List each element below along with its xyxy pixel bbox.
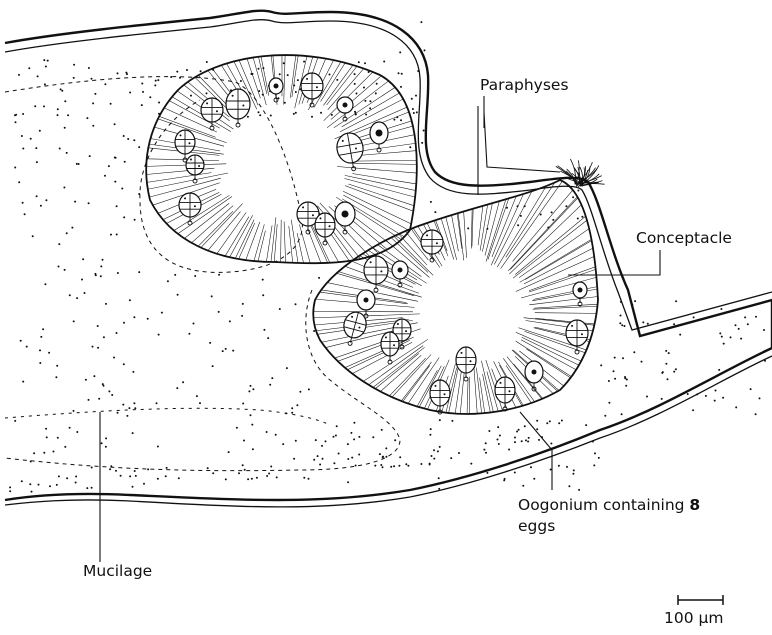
thallus-lower-inner-wall (5, 356, 772, 507)
label-oogonium-line2: eggs (518, 518, 555, 536)
thallus-inner-wall (5, 20, 772, 330)
label-oogonium: Oogonium containing 8 (518, 497, 700, 515)
thallus-outer-wall (5, 11, 772, 500)
scale-bar-label: 100 µm (664, 610, 723, 628)
label-mucilage: Mucilage (83, 563, 152, 581)
label-paraphyses: Paraphyses (480, 77, 569, 95)
label-oogonium-text: Oogonium containing (518, 496, 689, 514)
paraphyses-tuft (556, 159, 605, 187)
label-oogonium-number: 8 (689, 496, 700, 514)
medulla-boundary-base (5, 408, 330, 425)
label-conceptacle: Conceptacle (636, 230, 732, 248)
medulla-boundary-upper (5, 77, 302, 273)
paraphyses-leader (484, 96, 560, 172)
scale-bar (678, 595, 723, 605)
conceptacle-lower (250, 92, 690, 532)
